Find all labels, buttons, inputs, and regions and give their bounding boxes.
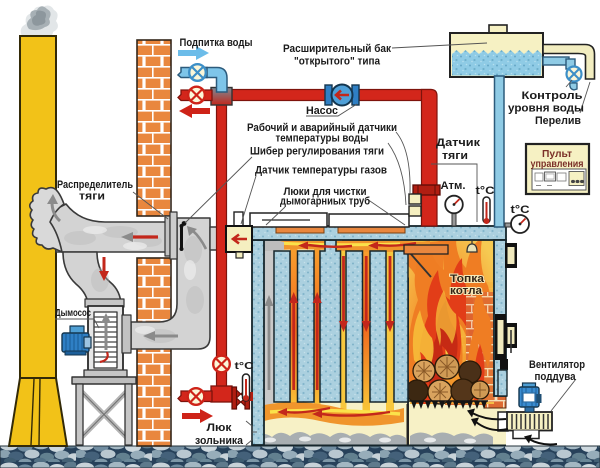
svg-text:Атм.: Атм. — [441, 180, 466, 192]
svg-text:Пульт: Пульт — [542, 149, 572, 160]
svg-text:Контроль: Контроль — [522, 90, 583, 102]
svg-text:дымогарниых труб: дымогарниых труб — [280, 196, 370, 208]
svg-text:управления: управления — [531, 159, 584, 170]
svg-text:Вентилятор: Вентилятор — [529, 359, 585, 371]
svg-text:t°C: t°C — [235, 360, 255, 372]
svg-text:зольника: зольника — [195, 435, 244, 447]
svg-text:тяги: тяги — [79, 191, 105, 203]
svg-text:температуры воды: температуры воды — [276, 133, 369, 145]
svg-text:тяги: тяги — [442, 150, 468, 162]
svg-text:Подпитка воды: Подпитка воды — [180, 37, 253, 49]
svg-text:Перелив: Перелив — [535, 115, 581, 127]
svg-text:Топка: Топка — [450, 273, 485, 285]
svg-text:Распределитель: Распределитель — [57, 179, 133, 191]
svg-text:уровня воды: уровня воды — [508, 103, 584, 115]
svg-text:"открытого" типа: "открытого" типа — [294, 56, 381, 68]
svg-text:поддува: поддува — [535, 371, 577, 383]
svg-text:t°C: t°C — [476, 185, 495, 197]
svg-text:котла: котла — [450, 285, 483, 297]
svg-text:Датчик: Датчик — [436, 137, 481, 149]
svg-text:Расширительный бак: Расширительный бак — [283, 43, 391, 55]
svg-text:Датчик температуры газов: Датчик температуры газов — [255, 165, 387, 177]
svg-text:Шибер регулирования тяги: Шибер регулирования тяги — [250, 146, 384, 158]
svg-text:Насос: Насос — [306, 105, 338, 117]
svg-text:Дымосос: Дымосос — [55, 308, 91, 319]
svg-text:Люк: Люк — [207, 422, 233, 434]
svg-text:t°C: t°C — [511, 204, 530, 216]
svg-text:Рабочий и аварийный датчики: Рабочий и аварийный датчики — [247, 122, 397, 134]
svg-text:Люки для чистки: Люки для чистки — [284, 186, 367, 198]
